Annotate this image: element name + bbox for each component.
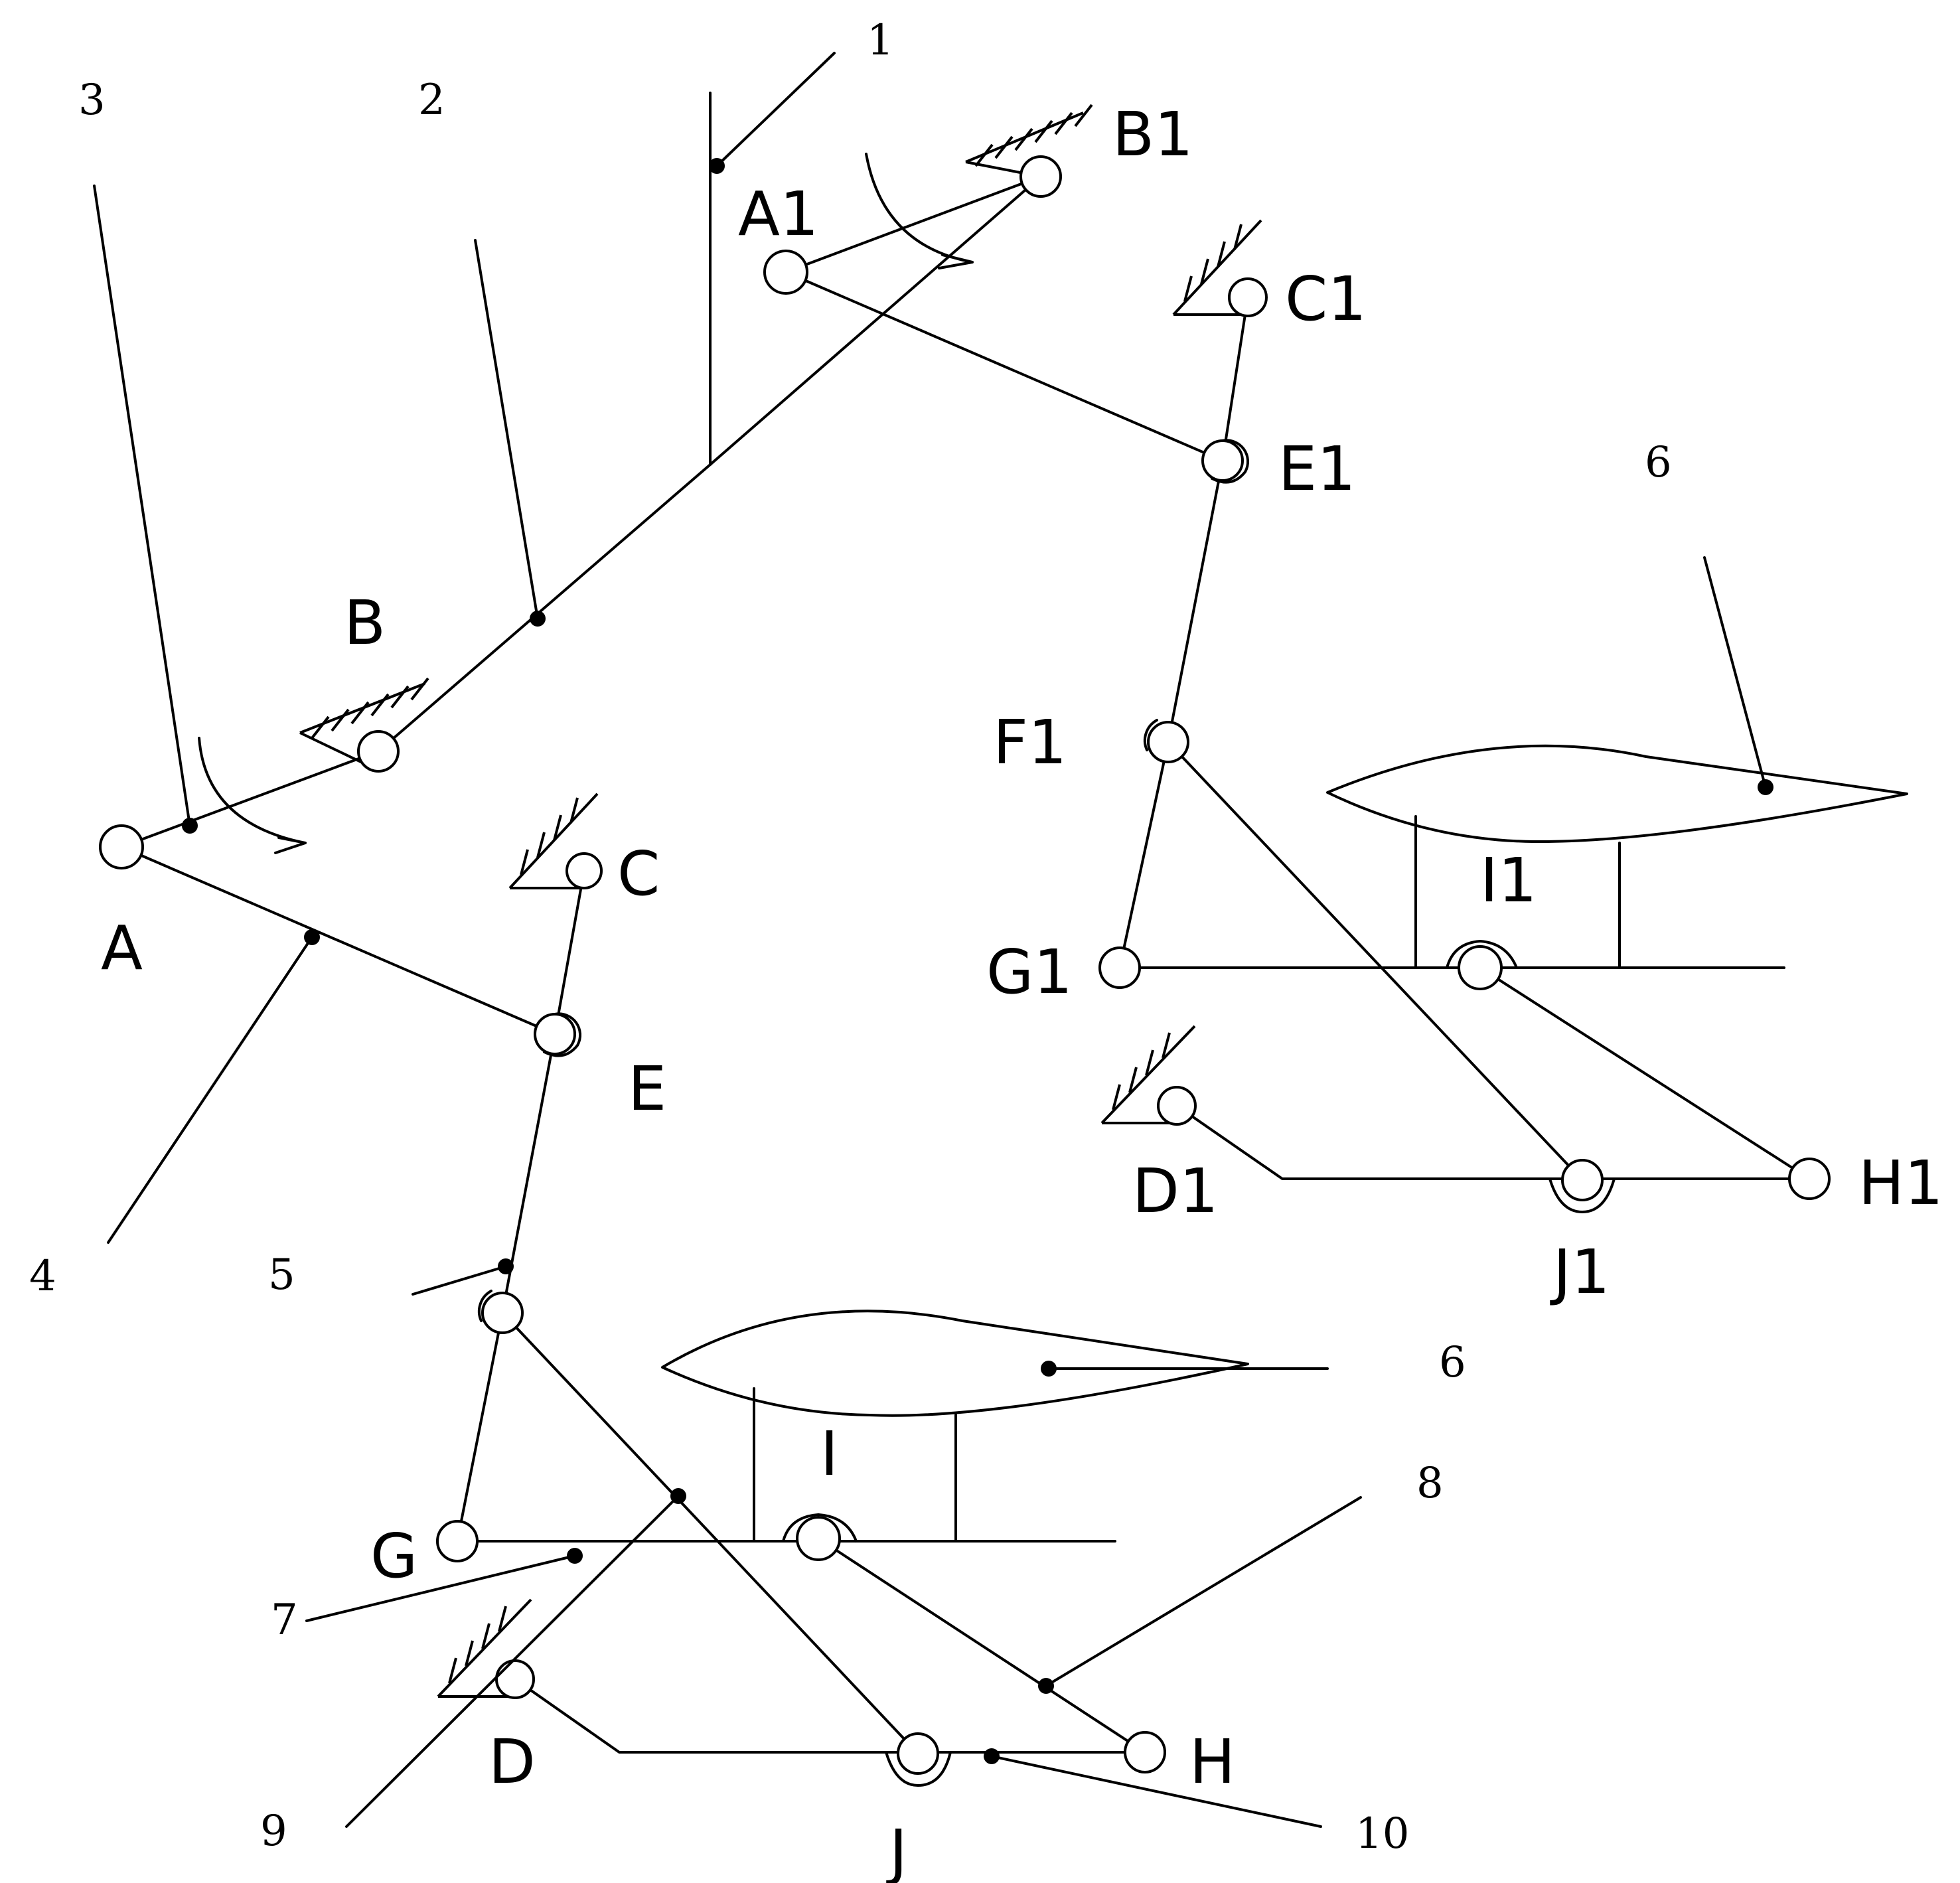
label-a: A [101,913,143,984]
leaders [93,52,1773,1828]
part-number-3: 3 [78,76,106,125]
ground-d1 [1100,1025,1196,1124]
label-g: G [370,1521,417,1592]
housing-e1 [1211,439,1249,484]
housing-j1 [1548,1177,1616,1213]
flap-lower [661,1310,1249,1417]
label-c1: C1 [1285,264,1367,335]
part-number-4: 4 [29,1252,56,1301]
joint-a1 [763,250,808,295]
part-number-2: 2 [418,76,445,125]
joint-h [1124,1731,1166,1773]
right-mechanism [1118,296,1908,1181]
joint-a [99,824,144,869]
joint-d1 [1157,1086,1197,1126]
part-number-1: 1 [867,16,894,65]
crank-a1-b1 [785,175,1042,273]
link-to-g [456,1312,504,1543]
rotation-arrow-right [865,153,974,269]
label-e: E [628,1053,666,1124]
bar-d1-j1-h1 [1175,1104,1811,1180]
joint-j1 [1561,1159,1604,1201]
label-c: C [617,838,660,909]
label-h: H [1189,1726,1235,1797]
joint-c [565,852,603,889]
label-h1: H1 [1858,1148,1943,1219]
left-mechanism [120,92,1249,1755]
label-j: J [886,1817,907,1883]
housing-i1 [1446,940,1518,969]
housing-e [543,1012,581,1057]
rotation-arrow-left [198,737,307,854]
label-b: B [344,587,386,658]
label-f1: F1 [993,707,1067,778]
part-number-7: 7 [271,1596,298,1645]
joint-b1 [1019,155,1062,198]
joint-lower-pivot [481,1292,524,1334]
housing-j [885,1751,952,1787]
part-number-6-lower: 6 [1439,1338,1466,1387]
joint-c1 [1228,277,1268,317]
part-number-9: 9 [260,1807,287,1856]
housing-i [782,1513,858,1543]
bar-d-j-h [514,1678,1146,1754]
label-j1: J1 [1550,1237,1610,1308]
link-f1-j1 [1167,741,1584,1181]
link-f1-g1 [1118,741,1169,969]
part-number-6-upper: 6 [1645,438,1672,487]
label-d1: D1 [1132,1156,1218,1227]
rocker-c1-e1 [1221,296,1249,462]
flap-upper [1326,744,1908,844]
coupler-a-e [120,846,556,1035]
joint-e [534,1013,576,1055]
joint-i [796,1516,841,1561]
joint-j [897,1732,939,1775]
housing-f1 [1143,719,1158,751]
joint-e1 [1201,439,1244,482]
housing-lower-pivot [477,1290,492,1322]
label-a1: A1 [738,179,818,250]
joint-h1 [1788,1158,1831,1200]
link-i1-h1 [1479,966,1811,1180]
crank-a-b [120,750,380,848]
joint-labels: A B C E G I D H J A1 B1 C1 E1 F1 G1 I1 D… [101,99,1943,1883]
label-i1: I1 [1480,845,1537,916]
part-number-labels: 1 2 3 4 5 6 6 7 8 9 10 [29,16,1672,1858]
coupler-a1-e1 [785,271,1224,462]
joint-i1 [1458,945,1503,990]
label-d: D [489,1726,536,1797]
ground-c1 [1172,219,1262,316]
part-number-8: 8 [1416,1459,1444,1508]
part-number-5: 5 [268,1250,295,1300]
part-number-10: 10 [1355,1809,1409,1858]
joint-f1 [1147,721,1189,763]
rocker-c-e [554,869,585,1035]
joint-g [436,1520,479,1562]
joints [99,155,1831,1775]
label-b1: B1 [1112,99,1193,170]
link-e1-f1 [1167,459,1224,743]
label-i: I [820,1418,838,1489]
ground-c [508,792,599,889]
link-to-j [501,1312,919,1755]
label-g1: G1 [986,937,1073,1008]
link-i-h [817,1537,1146,1754]
ground-b [299,677,429,765]
joint-b [357,730,400,773]
label-e1: E1 [1278,433,1356,504]
joint-d [495,1659,535,1699]
joint-g1 [1098,946,1141,989]
